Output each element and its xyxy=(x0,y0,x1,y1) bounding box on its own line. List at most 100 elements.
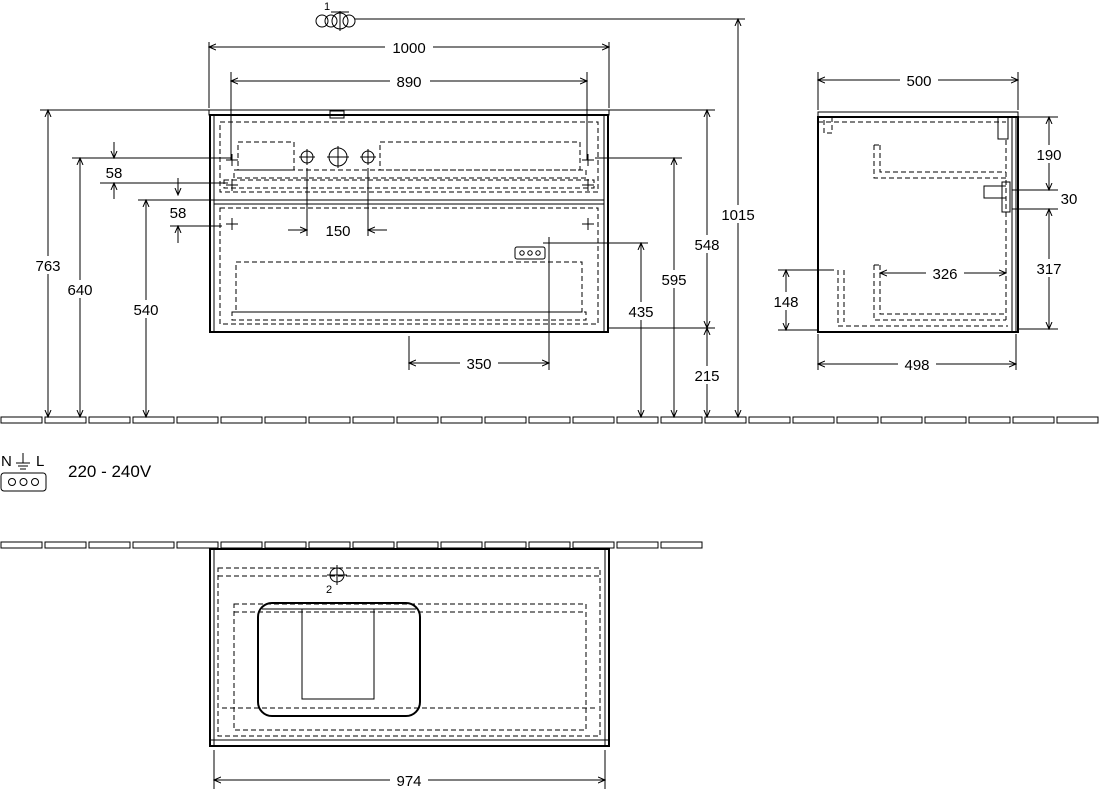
tap-hole-symbol-center xyxy=(327,146,349,168)
dim-215-label: 215 xyxy=(694,368,719,385)
floor-segment xyxy=(660,416,703,424)
floor-segment xyxy=(396,416,439,424)
dim-435: 435 xyxy=(623,243,659,417)
ground-icon xyxy=(16,453,30,470)
dim-1000: 1000 xyxy=(209,38,609,57)
power-socket-icon xyxy=(514,246,546,260)
floor-segment xyxy=(572,416,615,424)
dim-763: 763 xyxy=(30,110,66,417)
live-label: L xyxy=(36,453,44,470)
dim-58-lower: 58 xyxy=(170,178,222,243)
side-view: 500 498 326 148 190 xyxy=(768,71,1077,374)
dim-435-label: 435 xyxy=(628,304,653,321)
floor-segment xyxy=(352,541,395,549)
floor-segment xyxy=(924,416,967,424)
electrical-connection: N L 220 - 240V xyxy=(0,453,152,492)
floor-segment xyxy=(308,416,351,424)
floor-segment xyxy=(132,541,175,549)
dim-548: 548 xyxy=(689,110,725,328)
dim-500-label: 500 xyxy=(906,73,931,90)
dim-595-label: 595 xyxy=(661,272,686,289)
dim-890-label: 890 xyxy=(396,74,421,91)
floor-segment xyxy=(1012,416,1055,424)
dim-150-label: 150 xyxy=(325,223,350,240)
floor-segment xyxy=(440,541,483,549)
dim-974: 974 xyxy=(214,771,605,790)
floor-segment xyxy=(88,416,131,424)
callout-1-symbol xyxy=(315,11,745,31)
dim-1015: 1015 xyxy=(717,19,759,417)
callout-2-symbol xyxy=(327,565,347,585)
dim-1000-label: 1000 xyxy=(392,40,425,57)
floor-segment xyxy=(220,416,263,424)
tap-hole-symbol-left xyxy=(299,149,315,165)
floor-segment xyxy=(968,416,1011,424)
floor-line-front xyxy=(0,416,1099,424)
floor-segment xyxy=(836,416,879,424)
floor-segment xyxy=(528,541,571,549)
dim-350: 350 xyxy=(409,354,549,373)
dim-317: 317 xyxy=(1031,209,1067,329)
dim-326: 326 xyxy=(880,264,1006,283)
floor-segment xyxy=(88,541,131,549)
top-view: 2 974 xyxy=(209,548,610,790)
floor-segment xyxy=(264,541,307,549)
callout-2-label: 2 xyxy=(326,584,332,596)
floor-segment xyxy=(176,541,219,549)
floor-segment xyxy=(528,416,571,424)
floor-segment xyxy=(352,416,395,424)
dim-30-label: 30 xyxy=(1061,191,1078,208)
front-view: 1 1000 890 150 350 xyxy=(30,1,759,417)
dim-640-label: 640 xyxy=(67,282,92,299)
floor-segment xyxy=(264,416,307,424)
dim-540-label: 540 xyxy=(133,302,158,319)
neutral-label: N xyxy=(1,453,12,470)
floor-segment xyxy=(792,416,835,424)
dim-190: 190 xyxy=(1031,117,1067,190)
dim-640: 640 xyxy=(62,158,98,417)
dim-150: 150 xyxy=(288,223,387,240)
floor-segment xyxy=(748,416,791,424)
floor-segment xyxy=(704,416,747,424)
dim-30: 30 xyxy=(1061,191,1078,208)
dim-498: 498 xyxy=(818,355,1016,374)
floor-segment xyxy=(0,416,43,424)
dim-317-label: 317 xyxy=(1036,261,1061,278)
floor-segment xyxy=(132,416,175,424)
socket-icon xyxy=(0,472,47,492)
dim-148-label: 148 xyxy=(773,294,798,311)
floor-segment xyxy=(176,416,219,424)
floor-segment xyxy=(0,541,43,549)
floor-segment xyxy=(572,541,615,549)
floor-segment xyxy=(880,416,923,424)
floor-segment xyxy=(44,541,87,549)
floor-segment xyxy=(220,541,263,549)
dim-540: 540 xyxy=(128,200,164,417)
dim-595: 595 xyxy=(656,158,692,417)
floor-line-top xyxy=(0,541,703,549)
dim-763-label: 763 xyxy=(35,258,60,275)
dim-58-lower-label: 58 xyxy=(170,205,187,222)
floor-segment xyxy=(660,541,703,549)
floor-segment xyxy=(440,416,483,424)
dim-215: 215 xyxy=(689,328,725,417)
floor-segment xyxy=(1056,416,1099,424)
tap-hole-symbol-right xyxy=(360,149,376,165)
dim-890: 890 xyxy=(231,72,587,91)
dim-548-label: 548 xyxy=(694,237,719,254)
dim-58-upper-label: 58 xyxy=(106,165,123,182)
floor-segment xyxy=(308,541,351,549)
dim-326-label: 326 xyxy=(932,266,957,283)
callout-1-label: 1 xyxy=(324,1,330,13)
floor-segment xyxy=(396,541,439,549)
dim-58-upper: 58 xyxy=(106,142,123,199)
floor-segment xyxy=(44,416,87,424)
floor-segment xyxy=(616,541,659,549)
floor-segment xyxy=(616,416,659,424)
voltage-label: 220 - 240V xyxy=(68,462,152,481)
floor-segment xyxy=(484,541,527,549)
mounting-points xyxy=(226,154,594,249)
dim-148: 148 xyxy=(768,270,804,330)
floor-segment xyxy=(484,416,527,424)
